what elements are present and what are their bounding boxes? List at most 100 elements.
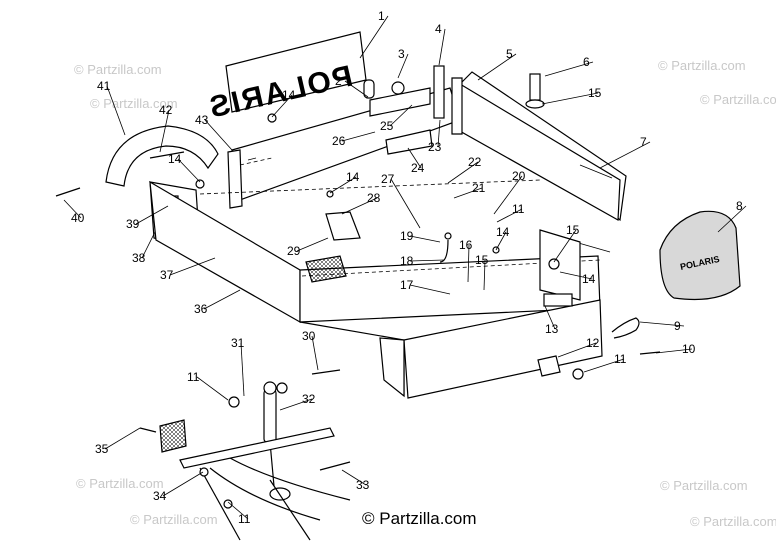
watermark-bottom-right: © Partzilla.com (660, 478, 748, 493)
leader-line-c29 (296, 237, 329, 252)
leader-line-c11b (583, 358, 625, 373)
leader-line-c38 (141, 231, 156, 259)
callout-c9: 9 (674, 319, 681, 333)
callout-c15c: 15 (475, 253, 489, 267)
callout-c14a: 14 (282, 88, 296, 102)
leader-line-c23 (437, 119, 441, 148)
leader-line-c12 (557, 342, 597, 358)
hinge-parts (363, 65, 545, 155)
callout-c2: 2 (335, 74, 342, 88)
callout-c14b: 14 (168, 152, 182, 166)
leader-line-c28 (341, 197, 378, 215)
leader-line-c18 (409, 259, 445, 262)
leader-line-c14a (271, 94, 293, 118)
leader-line-c17 (409, 284, 451, 295)
leader-line-c20 (493, 175, 523, 215)
latch-assembly (325, 211, 452, 263)
leader-line-c33 (341, 469, 367, 486)
leader-line-c21 (453, 187, 483, 199)
leader-line-c16 (467, 244, 470, 283)
callout-c6: 6 (583, 55, 590, 69)
polaris-decal: POLARIS (205, 31, 367, 125)
callout-c14c: 14 (346, 170, 360, 184)
fasteners (55, 113, 661, 509)
callout-c26: 26 (332, 134, 346, 148)
frame (159, 419, 351, 541)
leader-line-c34 (162, 471, 204, 497)
callout-c42: 42 (159, 103, 173, 117)
copyright-text: © Partzilla.com (362, 509, 477, 528)
leader-line-c7 (599, 141, 651, 169)
leader-line-c14c (329, 176, 357, 194)
watermark-top-left: © Partzilla.com (74, 62, 162, 77)
callout-c5: 5 (506, 47, 513, 61)
callout-c28: 28 (367, 191, 381, 205)
leader-line-c3 (397, 53, 409, 79)
cargo-box (149, 179, 611, 399)
leader-line-c43 (204, 119, 233, 151)
callout-c15b: 15 (566, 223, 580, 237)
plate (537, 355, 561, 377)
leader-line-c11c (196, 376, 229, 401)
leader-line-c9 (639, 321, 685, 327)
leader-line-c40 (63, 199, 82, 219)
callout-c12: 12 (586, 336, 600, 350)
callout-c22: 22 (468, 155, 482, 169)
callout-c33: 33 (356, 478, 370, 492)
callout-c32: 32 (302, 392, 316, 406)
callout-c40: 40 (71, 211, 85, 225)
callout-c21: 21 (472, 181, 486, 195)
leader-line-c1 (359, 15, 389, 59)
leader-line-c11d (227, 501, 249, 520)
leader-line-c15a (541, 92, 599, 105)
watermark-bottom-left: © Partzilla.com (76, 476, 164, 491)
watermark-bottom-left-2: © Partzilla.com (130, 512, 218, 527)
leader-line-c24 (407, 147, 422, 169)
leader-line-c35 (104, 427, 141, 450)
shock-absorber (263, 381, 291, 501)
leader-line-c25 (389, 104, 413, 127)
callout-c23: 23 (428, 140, 442, 154)
callout-c36: 36 (194, 302, 208, 316)
callout-c14e: 14 (582, 272, 596, 286)
callout-c31: 31 (231, 336, 245, 350)
leader-line-c5 (477, 53, 517, 81)
leader-line-c15b (553, 229, 577, 263)
watermark-bottom-right-2: © Partzilla.com (690, 514, 776, 529)
callout-c11c: 11 (187, 370, 200, 384)
watermark-top-right: © Partzilla.com (658, 58, 746, 73)
leader-line-c31 (240, 342, 245, 397)
leader-line-c14e (559, 271, 593, 280)
tailgate-panel (451, 71, 627, 222)
leader-line-c6 (544, 61, 594, 77)
callout-c11b: 11 (614, 352, 627, 366)
callout-c14d: 14 (496, 225, 510, 239)
callout-c39: 39 (126, 217, 140, 231)
callout-c1: 1 (378, 9, 385, 23)
callout-c13: 13 (545, 322, 559, 336)
upper-side-panel (227, 87, 461, 209)
watermark-top-right-2: © Partzilla.com (700, 92, 776, 107)
leader-line-c32 (279, 398, 313, 411)
leader-line-c39 (135, 205, 169, 225)
fender-guard (105, 125, 219, 187)
leader-line-c30 (311, 335, 319, 371)
callout-c11a: 11 (512, 202, 525, 216)
leader-line-c26 (341, 131, 376, 142)
callout-c30: 30 (302, 329, 316, 343)
leader-line-c13 (544, 305, 556, 330)
callout-c35: 35 (95, 442, 109, 456)
leader-line-c14b (177, 158, 201, 183)
callout-c11d: 11 (238, 512, 251, 526)
callout-c20: 20 (512, 169, 526, 183)
callout-c3: 3 (398, 47, 405, 61)
leader-line-c11a (496, 208, 523, 223)
leader-line-c8 (717, 205, 747, 233)
callout-c38: 38 (132, 251, 146, 265)
callout-c8: 8 (736, 199, 743, 213)
callout-c15a: 15 (588, 86, 602, 100)
leader-line-c41 (106, 85, 126, 136)
handle (611, 317, 640, 339)
callout-c17: 17 (400, 278, 414, 292)
